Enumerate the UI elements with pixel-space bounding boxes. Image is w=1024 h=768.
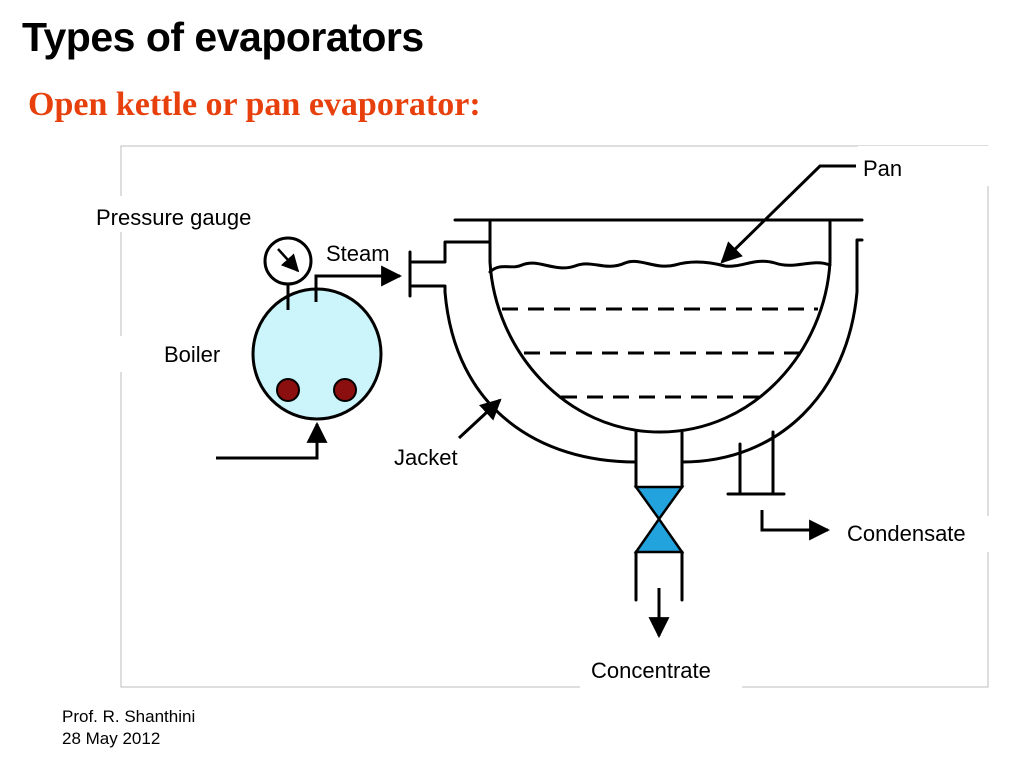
boiler-label: Boiler [164, 342, 220, 367]
jacket-pointer-arrow [457, 398, 502, 440]
concentrate-label: Concentrate [591, 658, 711, 683]
footer-date: 28 May 2012 [62, 729, 161, 748]
feed-line [216, 421, 328, 460]
gauge-needle [277, 248, 300, 273]
condensate-arrow [760, 510, 831, 541]
slide-subtitle: Open kettle or pan evaporator: [28, 86, 481, 123]
jacket-label: Jacket [394, 445, 458, 470]
jacket-wall [443, 290, 638, 464]
boiler [251, 287, 383, 421]
jacket-wall-right [680, 238, 864, 464]
steam-inlet-pipe-lower [410, 284, 447, 294]
discharge-valve [633, 485, 685, 554]
steam-label: Steam [326, 241, 390, 266]
burner-right [333, 378, 357, 402]
pan-label: Pan [863, 156, 902, 181]
concentrate-label-bg [580, 652, 742, 692]
steam-inlet-pipe [410, 240, 492, 264]
slide-footer: Prof. R. Shanthini 28 May 2012 [62, 706, 195, 750]
liquid-surface [488, 259, 832, 274]
pressure-gauge-label-bg [92, 196, 280, 232]
pan-wall [488, 218, 832, 434]
boiler-label-bg [115, 336, 235, 372]
condensate-label: Condensate [847, 521, 966, 546]
burner-left [276, 378, 300, 402]
pressure-gauge-label: Pressure gauge [96, 205, 251, 230]
steam-line [314, 265, 403, 302]
pan-label-bg [858, 146, 990, 186]
condensate-label-bg [840, 516, 990, 552]
footer-author: Prof. R. Shanthini [62, 707, 196, 726]
slide-title: Types of evaporators [22, 14, 424, 60]
diagram-frame [120, 145, 989, 688]
pan-pointer-arrow [720, 164, 856, 264]
